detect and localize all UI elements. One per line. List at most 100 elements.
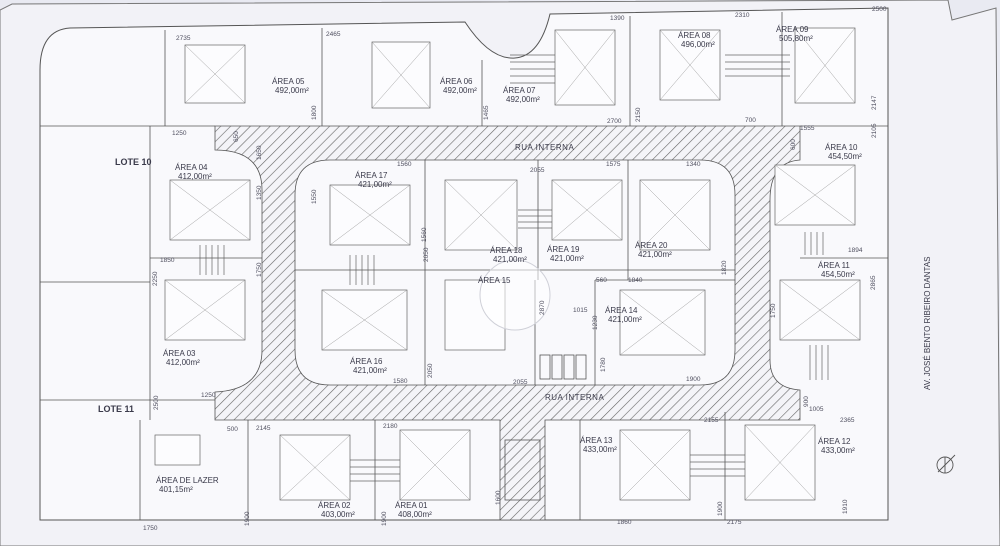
area-07-size: 492,00m² [506,95,540,104]
area-16-size: 421,00m² [353,366,387,375]
dimension-label: 1910 [842,499,849,514]
area-12-size: 433,00m² [821,446,855,455]
dimension-label: 2055 [530,167,545,174]
internal-road [214,125,801,521]
dimension-label: 1850 [160,257,175,264]
dimension-label: 1600 [495,490,502,505]
dimension-label: 2870 [539,300,546,315]
area-05-size: 492,00m² [275,86,309,95]
dimension-label: 1560 [421,227,428,242]
street-labels: RUA INTERNA RUA INTERNA [515,143,604,402]
area-02-size: 403,00m² [321,510,355,519]
area-14-name: ÁREA 14 [605,306,638,315]
area-03-name: ÁREA 03 [163,349,196,358]
area-lazer-name: ÁREA DE LAZER [156,476,219,485]
dimension-label: 1555 [800,125,815,132]
area-14-size: 421,00m² [608,315,642,324]
dimension-label: 1750 [256,262,263,277]
area-17-name: ÁREA 17 [355,171,388,180]
dimension-label: 2145 [256,425,271,432]
area-01-name: ÁREA 01 [395,501,428,510]
area-01-size: 408,00m² [398,510,432,519]
dimension-label: 2180 [383,423,398,430]
area-09-size: 505,80m² [779,34,813,43]
dimension-label: 1250 [172,130,187,137]
area-05-name: ÁREA 05 [272,77,305,86]
dimension-label: 1820 [721,260,728,275]
dimension-labels: 2735 2465 1390 2310 2500 1800 1465 2700 2150 700 1… [143,6,887,532]
compass-icon [936,454,956,474]
dimension-label: 1750 [770,303,777,318]
dimension-label: 2147 [871,95,878,110]
lote-labels: LOTE 10 LOTE 11 [98,157,152,414]
dimension-label: 1900 [381,511,388,526]
area-10-size: 454,50m² [828,152,862,161]
area-06-size: 492,00m² [443,86,477,95]
area-08-size: 496,00m² [681,40,715,49]
dimension-label: 1230 [592,315,599,330]
dimension-label: 2700 [607,118,622,125]
dimension-label: 1340 [686,161,701,168]
dimension-label: 1650 [256,145,263,160]
area-09-name: ÁREA 09 [776,25,809,34]
dimension-label: 2150 [635,107,642,122]
area-06-name: ÁREA 06 [440,77,473,86]
area-11-size: 454,50m² [821,270,855,279]
dimension-label: 1750 [143,525,158,532]
area-10-name: ÁREA 10 [825,143,858,152]
area-16-name: ÁREA 16 [350,357,383,366]
dimension-label: 2055 [513,379,528,386]
dimension-label: 2175 [727,519,742,526]
area-18-name: ÁREA 18 [490,246,523,255]
area-04-name: ÁREA 04 [175,163,208,172]
dimension-label: 2465 [326,31,341,38]
dimension-label: 2735 [176,35,191,42]
dimension-label: 1560 [397,161,412,168]
dimension-label: 1900 [686,376,701,383]
area-19-name: ÁREA 19 [547,245,580,254]
dimension-label: 1465 [483,105,490,120]
watermark-logo [479,259,551,331]
area-12-name: ÁREA 12 [818,437,851,446]
dimension-label: 2050 [427,363,434,378]
area-19-size: 421,00m² [550,254,584,263]
area-15-name: ÁREA 15 [478,276,511,285]
dimension-label: 560 [596,277,607,284]
dimension-label: 1840 [628,277,643,284]
roof-lines [164,27,861,501]
area-13-size: 433,00m² [583,445,617,454]
dimension-label: 1250 [201,392,216,399]
dimension-label: 2500 [872,6,887,13]
dimension-label: 600 [790,139,797,150]
dimension-label: 2310 [735,12,750,19]
dimension-label: 2155 [704,417,719,424]
area-lazer-size: 401,15m² [159,485,193,494]
dimension-label: 700 [745,117,756,124]
dimension-label: 1780 [600,357,607,372]
parking-stripes [199,54,829,482]
dimension-label: 1860 [617,519,632,526]
lote-11-label: LOTE 11 [98,404,134,414]
area-07-name: ÁREA 07 [503,86,536,95]
dimension-label: 1005 [809,406,824,413]
dimension-label: 1350 [256,185,263,200]
street-label-south: RUA INTERNA [545,393,604,402]
dimension-label: 900 [803,396,810,407]
dimension-label: 2105 [871,123,878,138]
dimension-label: 500 [227,426,238,433]
dimension-label: 1390 [610,15,625,22]
area-18-size: 421,00m² [493,255,527,264]
area-11-name: ÁREA 11 [818,261,850,270]
dimension-label: 1800 [311,105,318,120]
lot-lines [40,12,888,520]
dimension-label: 2250 [152,271,159,286]
area-04-size: 412,00m² [178,172,212,181]
lote-10-label: LOTE 10 [115,157,152,167]
dimension-label: 1015 [573,307,588,314]
street-label-north: RUA INTERNA [515,143,574,152]
dimension-label: 2050 [423,247,430,262]
dimension-label: 1575 [606,161,621,168]
avenue-label: AV. JOSÉ BENTO RIBEIRO DANTAS [923,256,932,390]
